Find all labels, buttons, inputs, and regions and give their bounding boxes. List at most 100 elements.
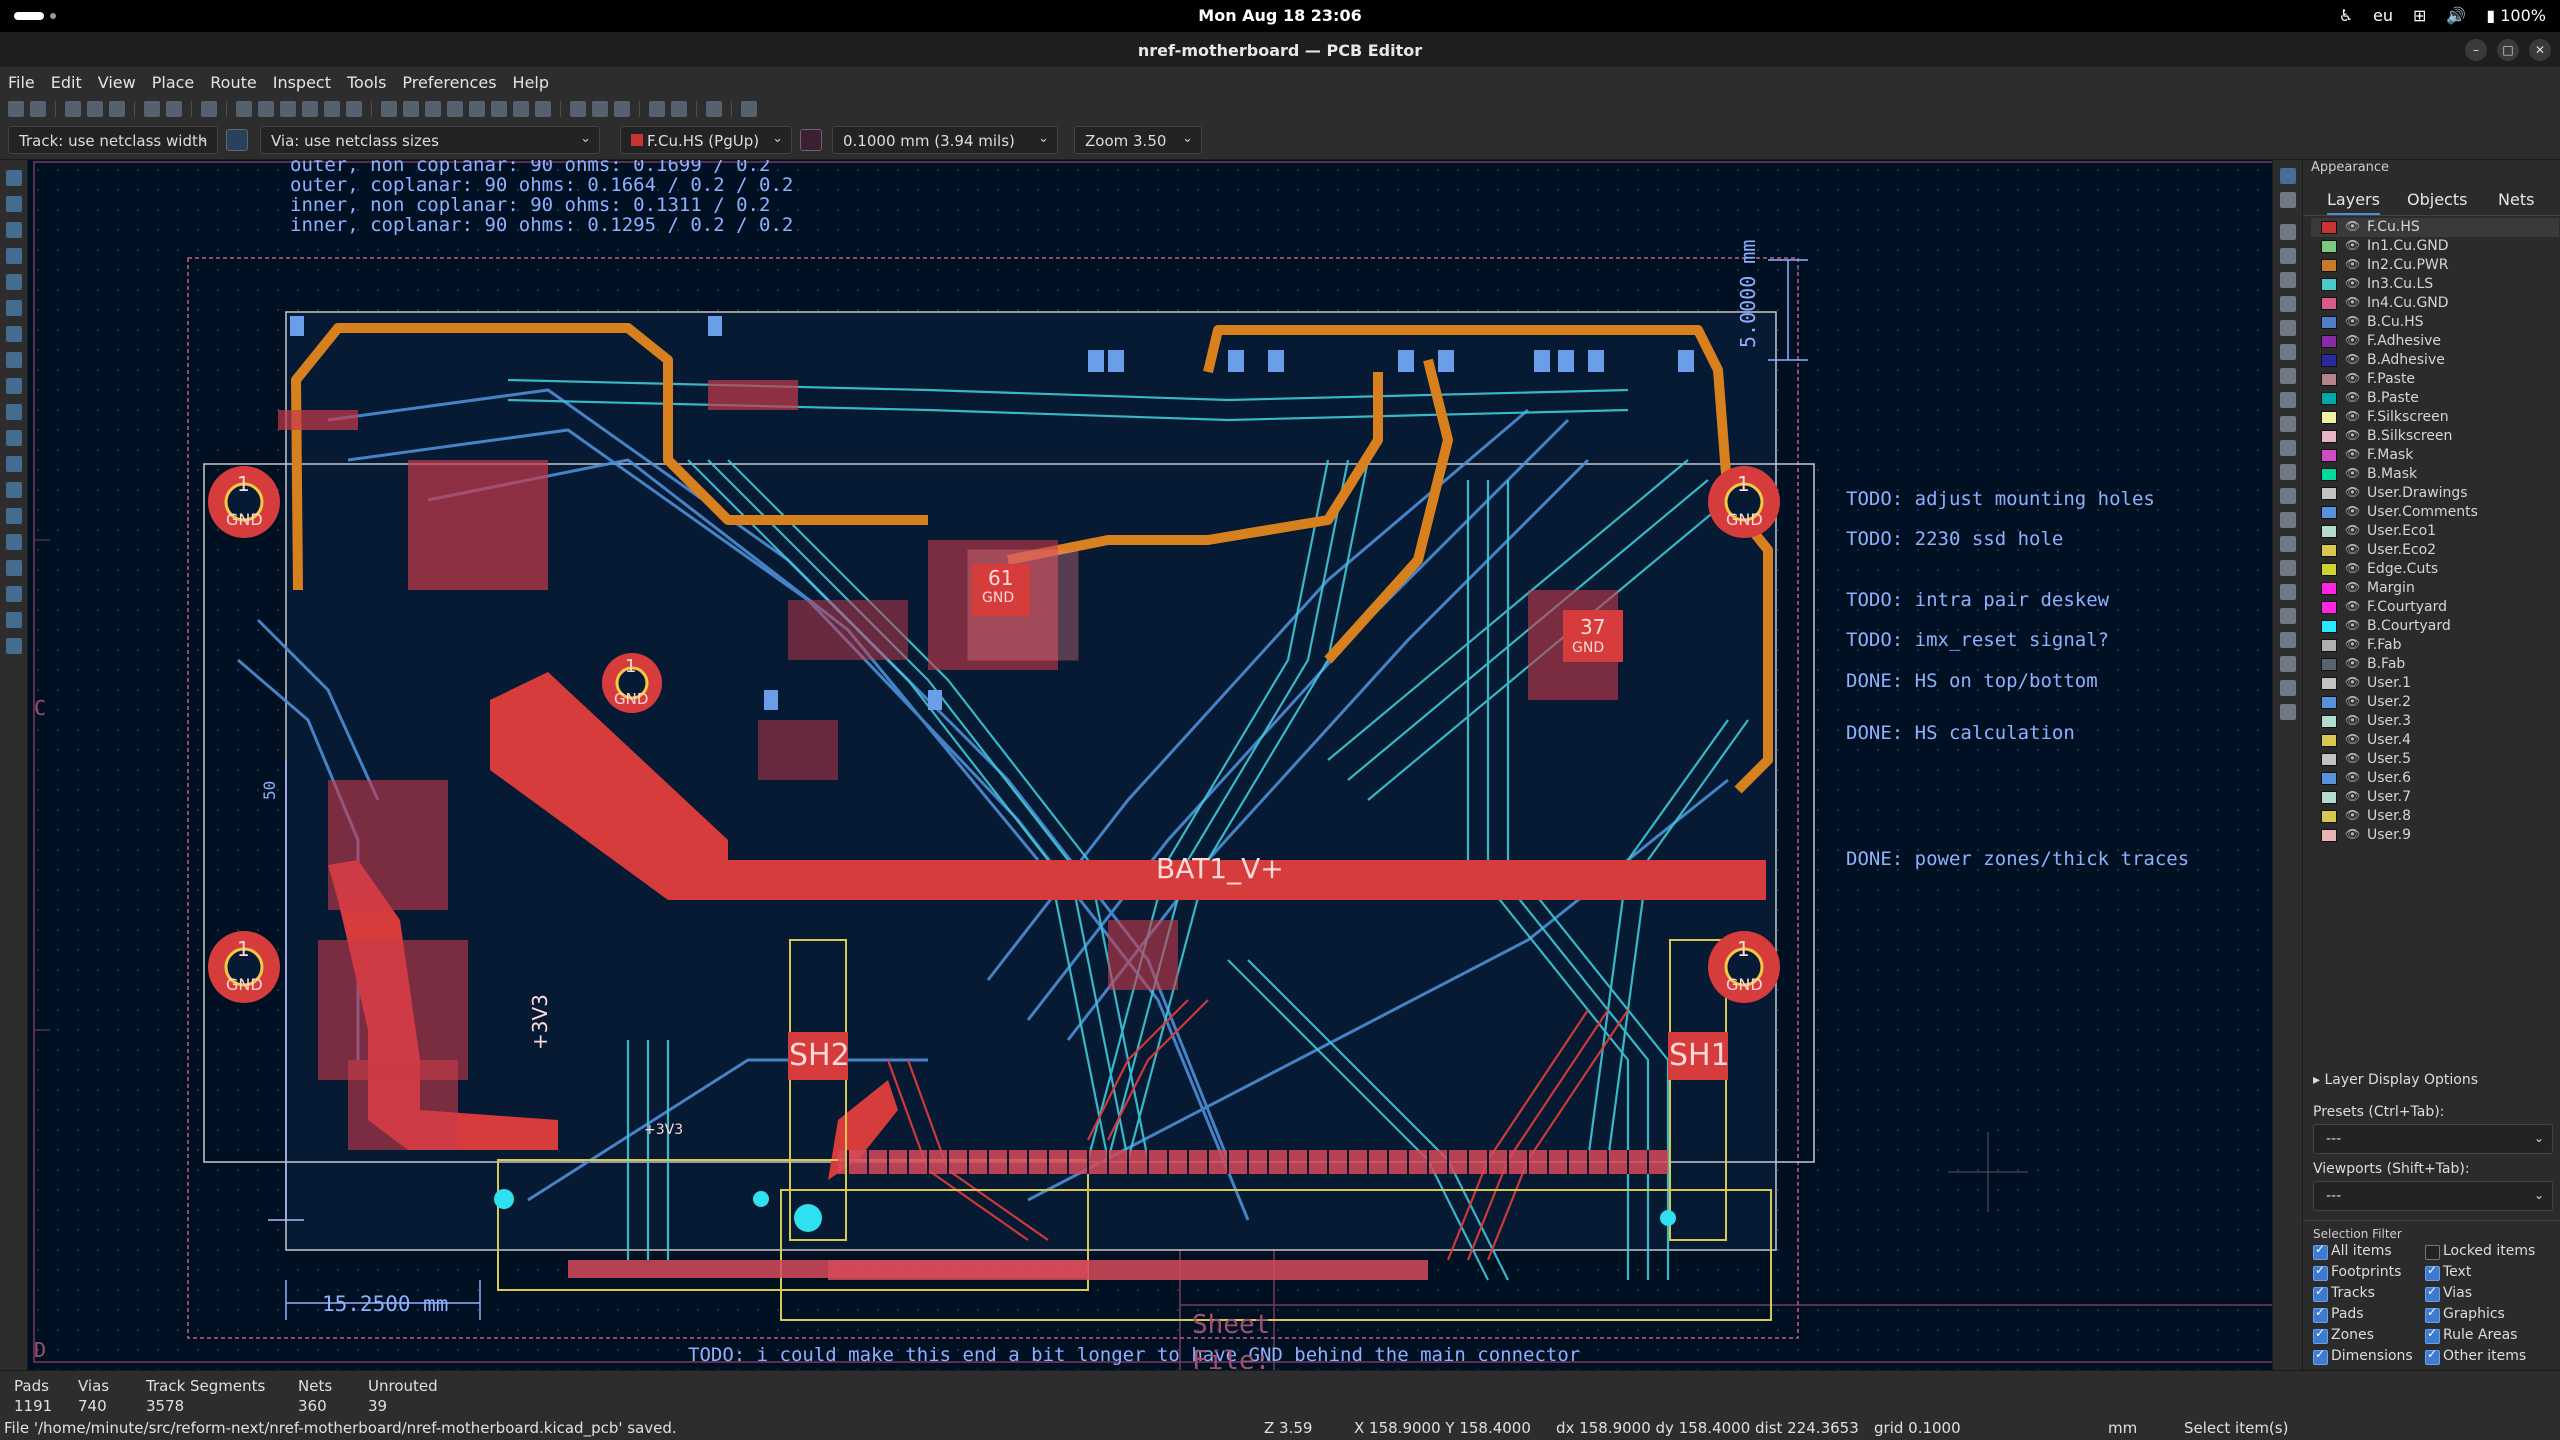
layer-row[interactable]: 👁B.Adhesive	[2311, 351, 2559, 370]
layer-color-swatch[interactable]	[2321, 221, 2337, 234]
units-icon[interactable]	[6, 222, 22, 238]
tune-length-icon[interactable]	[2280, 296, 2296, 312]
filter-checkbox[interactable]: Text	[2425, 1263, 2471, 1281]
visibility-eye-icon[interactable]: 👁	[2345, 257, 2361, 271]
unlock-icon[interactable]	[535, 101, 551, 117]
todo-note-4[interactable]: TODO: imx_reset signal?	[1846, 629, 2110, 651]
layer-row[interactable]: 👁F.Adhesive	[2311, 332, 2559, 351]
layer-color-swatch[interactable]	[2321, 487, 2337, 500]
high-contrast-icon[interactable]	[6, 482, 22, 498]
visibility-eye-icon[interactable]: 👁	[2345, 523, 2361, 537]
add-rule-area-icon[interactable]	[2280, 368, 2296, 384]
layer-color-swatch[interactable]	[2321, 715, 2337, 728]
layer-color-swatch[interactable]	[2321, 601, 2337, 614]
layer-color-swatch[interactable]	[2321, 411, 2337, 424]
layer-color-swatch[interactable]	[2321, 620, 2337, 633]
layer-row[interactable]: 👁F.Silkscreen	[2311, 408, 2559, 427]
todo-note-2[interactable]: TODO: 2230 ssd hole	[1846, 528, 2064, 550]
layer-row[interactable]: 👁User.Eco1	[2311, 522, 2559, 541]
visibility-eye-icon[interactable]: 👁	[2345, 238, 2361, 252]
layer-color-swatch[interactable]	[2321, 449, 2337, 462]
measure-icon[interactable]	[6, 638, 22, 654]
layer-row[interactable]: 👁User.5	[2311, 750, 2559, 769]
dimension-left[interactable]: 50	[260, 780, 279, 800]
draw-line-icon[interactable]	[2280, 392, 2296, 408]
filter-checkbox[interactable]: All items	[2313, 1242, 2392, 1260]
layer-color-swatch[interactable]	[2321, 772, 2337, 785]
bat1-net-label[interactable]: BAT1_V+	[1156, 852, 1284, 885]
zoom-selection-icon[interactable]	[346, 101, 362, 117]
track-outline-icon[interactable]	[6, 456, 22, 472]
add-dimension-icon[interactable]	[2280, 632, 2296, 648]
zoom-fit-icon[interactable]	[302, 101, 318, 117]
rotate-ccw-icon[interactable]	[381, 101, 397, 117]
visibility-eye-icon[interactable]: 👁	[2345, 713, 2361, 727]
close-button[interactable]: ✕	[2529, 39, 2551, 61]
layer-row[interactable]: 👁F.Cu.HS	[2311, 218, 2559, 237]
add-text-icon[interactable]	[2280, 560, 2296, 576]
presets-select[interactable]: ---⌄	[2313, 1124, 2553, 1154]
draw-arc-icon[interactable]	[2280, 416, 2296, 432]
layer-row[interactable]: 👁F.Mask	[2311, 446, 2559, 465]
bottom-todo-note[interactable]: TODO: i could make this end a bit longer…	[688, 1344, 1581, 1366]
zoom-select[interactable]: Zoom 3.50⌄	[1074, 126, 1202, 154]
layer-row[interactable]: 👁In1.Cu.GND	[2311, 237, 2559, 256]
visibility-eye-icon[interactable]: 👁	[2345, 808, 2361, 822]
visibility-eye-icon[interactable]: 👁	[2345, 352, 2361, 366]
visibility-eye-icon[interactable]: 👁	[2345, 675, 2361, 689]
grid-origin-icon[interactable]	[2280, 680, 2296, 696]
visibility-eye-icon[interactable]: 👁	[2345, 466, 2361, 480]
visibility-eye-icon[interactable]: 👁	[2345, 295, 2361, 309]
drc-markers-icon[interactable]	[6, 326, 22, 342]
layer-row[interactable]: 👁Margin	[2311, 579, 2559, 598]
visibility-eye-icon[interactable]: 👁	[2345, 770, 2361, 784]
battery-indicator[interactable]: ▮ 100%	[2486, 6, 2546, 25]
filter-checkbox[interactable]: Dimensions	[2313, 1347, 2413, 1365]
visibility-eye-icon[interactable]: 👁	[2345, 599, 2361, 613]
layer-display-options-toggle[interactable]: ▸ Layer Display Options	[2313, 1072, 2478, 1088]
visibility-eye-icon[interactable]: 👁	[2345, 390, 2361, 404]
impedance-note-3[interactable]: inner, non coplanar: 90 ohms: 0.1311 / 0…	[290, 194, 771, 216]
network-icon[interactable]: ⊞	[2413, 6, 2427, 25]
search-panel-icon[interactable]	[6, 586, 22, 602]
menu-help[interactable]: Help	[512, 73, 550, 92]
zoom-objects-icon[interactable]	[324, 101, 340, 117]
accessibility-icon[interactable]: ♿	[2338, 6, 2354, 25]
layer-color-swatch[interactable]	[2321, 278, 2337, 291]
viewports-select[interactable]: ---⌄	[2313, 1181, 2553, 1211]
layer-color-swatch[interactable]	[2321, 696, 2337, 709]
grid-select[interactable]: 0.1000 mm (3.94 mils)⌄	[832, 126, 1058, 154]
layer-color-swatch[interactable]	[2321, 753, 2337, 766]
plot-icon[interactable]	[109, 101, 125, 117]
layer-color-swatch[interactable]	[2321, 563, 2337, 576]
menu-tools[interactable]: Tools	[347, 73, 387, 92]
menu-edit[interactable]: Edit	[50, 73, 82, 92]
track-width-select[interactable]: Track: use netclass width⌄	[8, 126, 218, 154]
layer-row[interactable]: 👁In4.Cu.GND	[2311, 294, 2559, 313]
visibility-eye-icon[interactable]: 👁	[2345, 580, 2361, 594]
place-footprint-icon[interactable]	[2280, 224, 2296, 240]
route-track-icon[interactable]	[2280, 248, 2296, 264]
layer-color-swatch[interactable]	[2321, 639, 2337, 652]
layer-color-swatch[interactable]	[2321, 791, 2337, 804]
layer-color-swatch[interactable]	[2321, 354, 2337, 367]
layer-row[interactable]: 👁User.6	[2311, 769, 2559, 788]
polar-coords-icon[interactable]	[6, 196, 22, 212]
layer-row[interactable]: 👁B.Paste	[2311, 389, 2559, 408]
menu-preferences[interactable]: Preferences	[402, 73, 497, 92]
curved-ratsnest-icon[interactable]	[6, 300, 22, 316]
draw-rectangle-icon[interactable]	[2280, 440, 2296, 456]
menu-route[interactable]: Route	[210, 73, 257, 92]
local-ratsnest-icon[interactable]	[2280, 192, 2296, 208]
visibility-eye-icon[interactable]: 👁	[2345, 732, 2361, 746]
todo-note-7[interactable]: DONE: power zones/thick traces	[1846, 848, 2190, 870]
dimension-vertical[interactable]: 5.0000 mm	[1736, 239, 1760, 348]
layer-color-swatch[interactable]	[2321, 259, 2337, 272]
visibility-eye-icon[interactable]: 👁	[2345, 276, 2361, 290]
layer-row[interactable]: 👁In2.Cu.PWR	[2311, 256, 2559, 275]
visibility-eye-icon[interactable]: 👁	[2345, 504, 2361, 518]
visibility-eye-icon[interactable]: 👁	[2345, 371, 2361, 385]
sh1-label[interactable]: SH1	[1669, 1038, 1730, 1073]
footprint-browser-icon[interactable]	[614, 101, 630, 117]
measure-tool-icon[interactable]	[2280, 704, 2296, 720]
